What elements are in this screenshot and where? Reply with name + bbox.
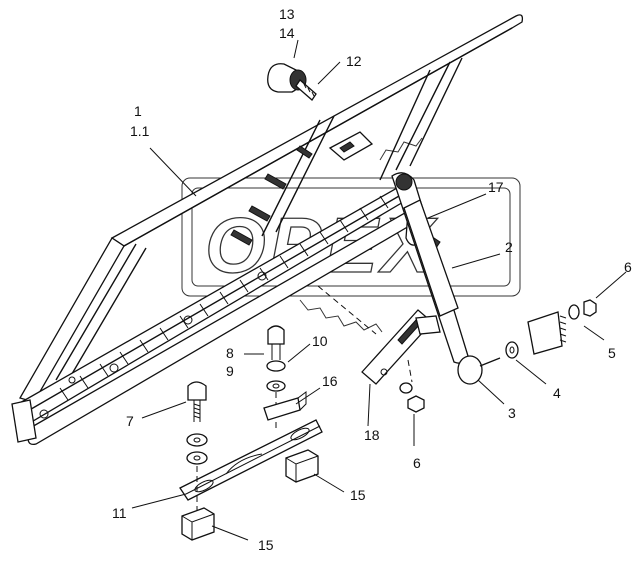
bracket-16 xyxy=(263,391,307,421)
callout-4: 4 xyxy=(553,385,561,401)
callout-9: 9 xyxy=(226,363,234,379)
frame-screws xyxy=(230,145,313,246)
callout-18: 18 xyxy=(364,427,380,443)
callout-17: 17 xyxy=(488,179,504,195)
ball-pin-hardware xyxy=(505,299,597,359)
callout-10: 10 xyxy=(312,333,328,349)
callout-6-bottom: 6 xyxy=(413,455,421,471)
callout-12: 12 xyxy=(346,53,362,69)
hinge-knuckles xyxy=(59,195,389,401)
callout-6-top: 6 xyxy=(624,259,632,275)
bolt-7-stack xyxy=(186,381,208,510)
base-bracket xyxy=(179,419,323,501)
callout-3: 3 xyxy=(508,405,516,421)
gas-strut xyxy=(391,172,501,385)
leader-lines xyxy=(131,39,627,541)
callout-5: 5 xyxy=(608,345,616,361)
callout-13: 13 xyxy=(279,6,295,22)
callout-labels: 13 14 12 1 1.1 17 2 6 5 4 3 6 18 10 8 9 … xyxy=(112,6,632,553)
callout-14: 14 xyxy=(279,25,295,41)
knob-assembly xyxy=(267,63,317,101)
callout-2: 2 xyxy=(505,239,513,255)
callout-15-bottom: 15 xyxy=(258,537,274,553)
callout-7: 7 xyxy=(126,413,134,429)
callout-16: 16 xyxy=(322,373,338,389)
lock-mechanism xyxy=(361,309,441,413)
callout-1: 1 xyxy=(134,103,142,119)
callout-1-1: 1.1 xyxy=(130,123,150,139)
callout-11: 11 xyxy=(112,505,127,521)
bolt-8-stack xyxy=(266,325,286,430)
callout-15-right: 15 xyxy=(350,487,366,503)
rubber-blocks xyxy=(181,449,319,541)
frame-assembly xyxy=(11,14,524,446)
callout-8: 8 xyxy=(226,345,234,361)
